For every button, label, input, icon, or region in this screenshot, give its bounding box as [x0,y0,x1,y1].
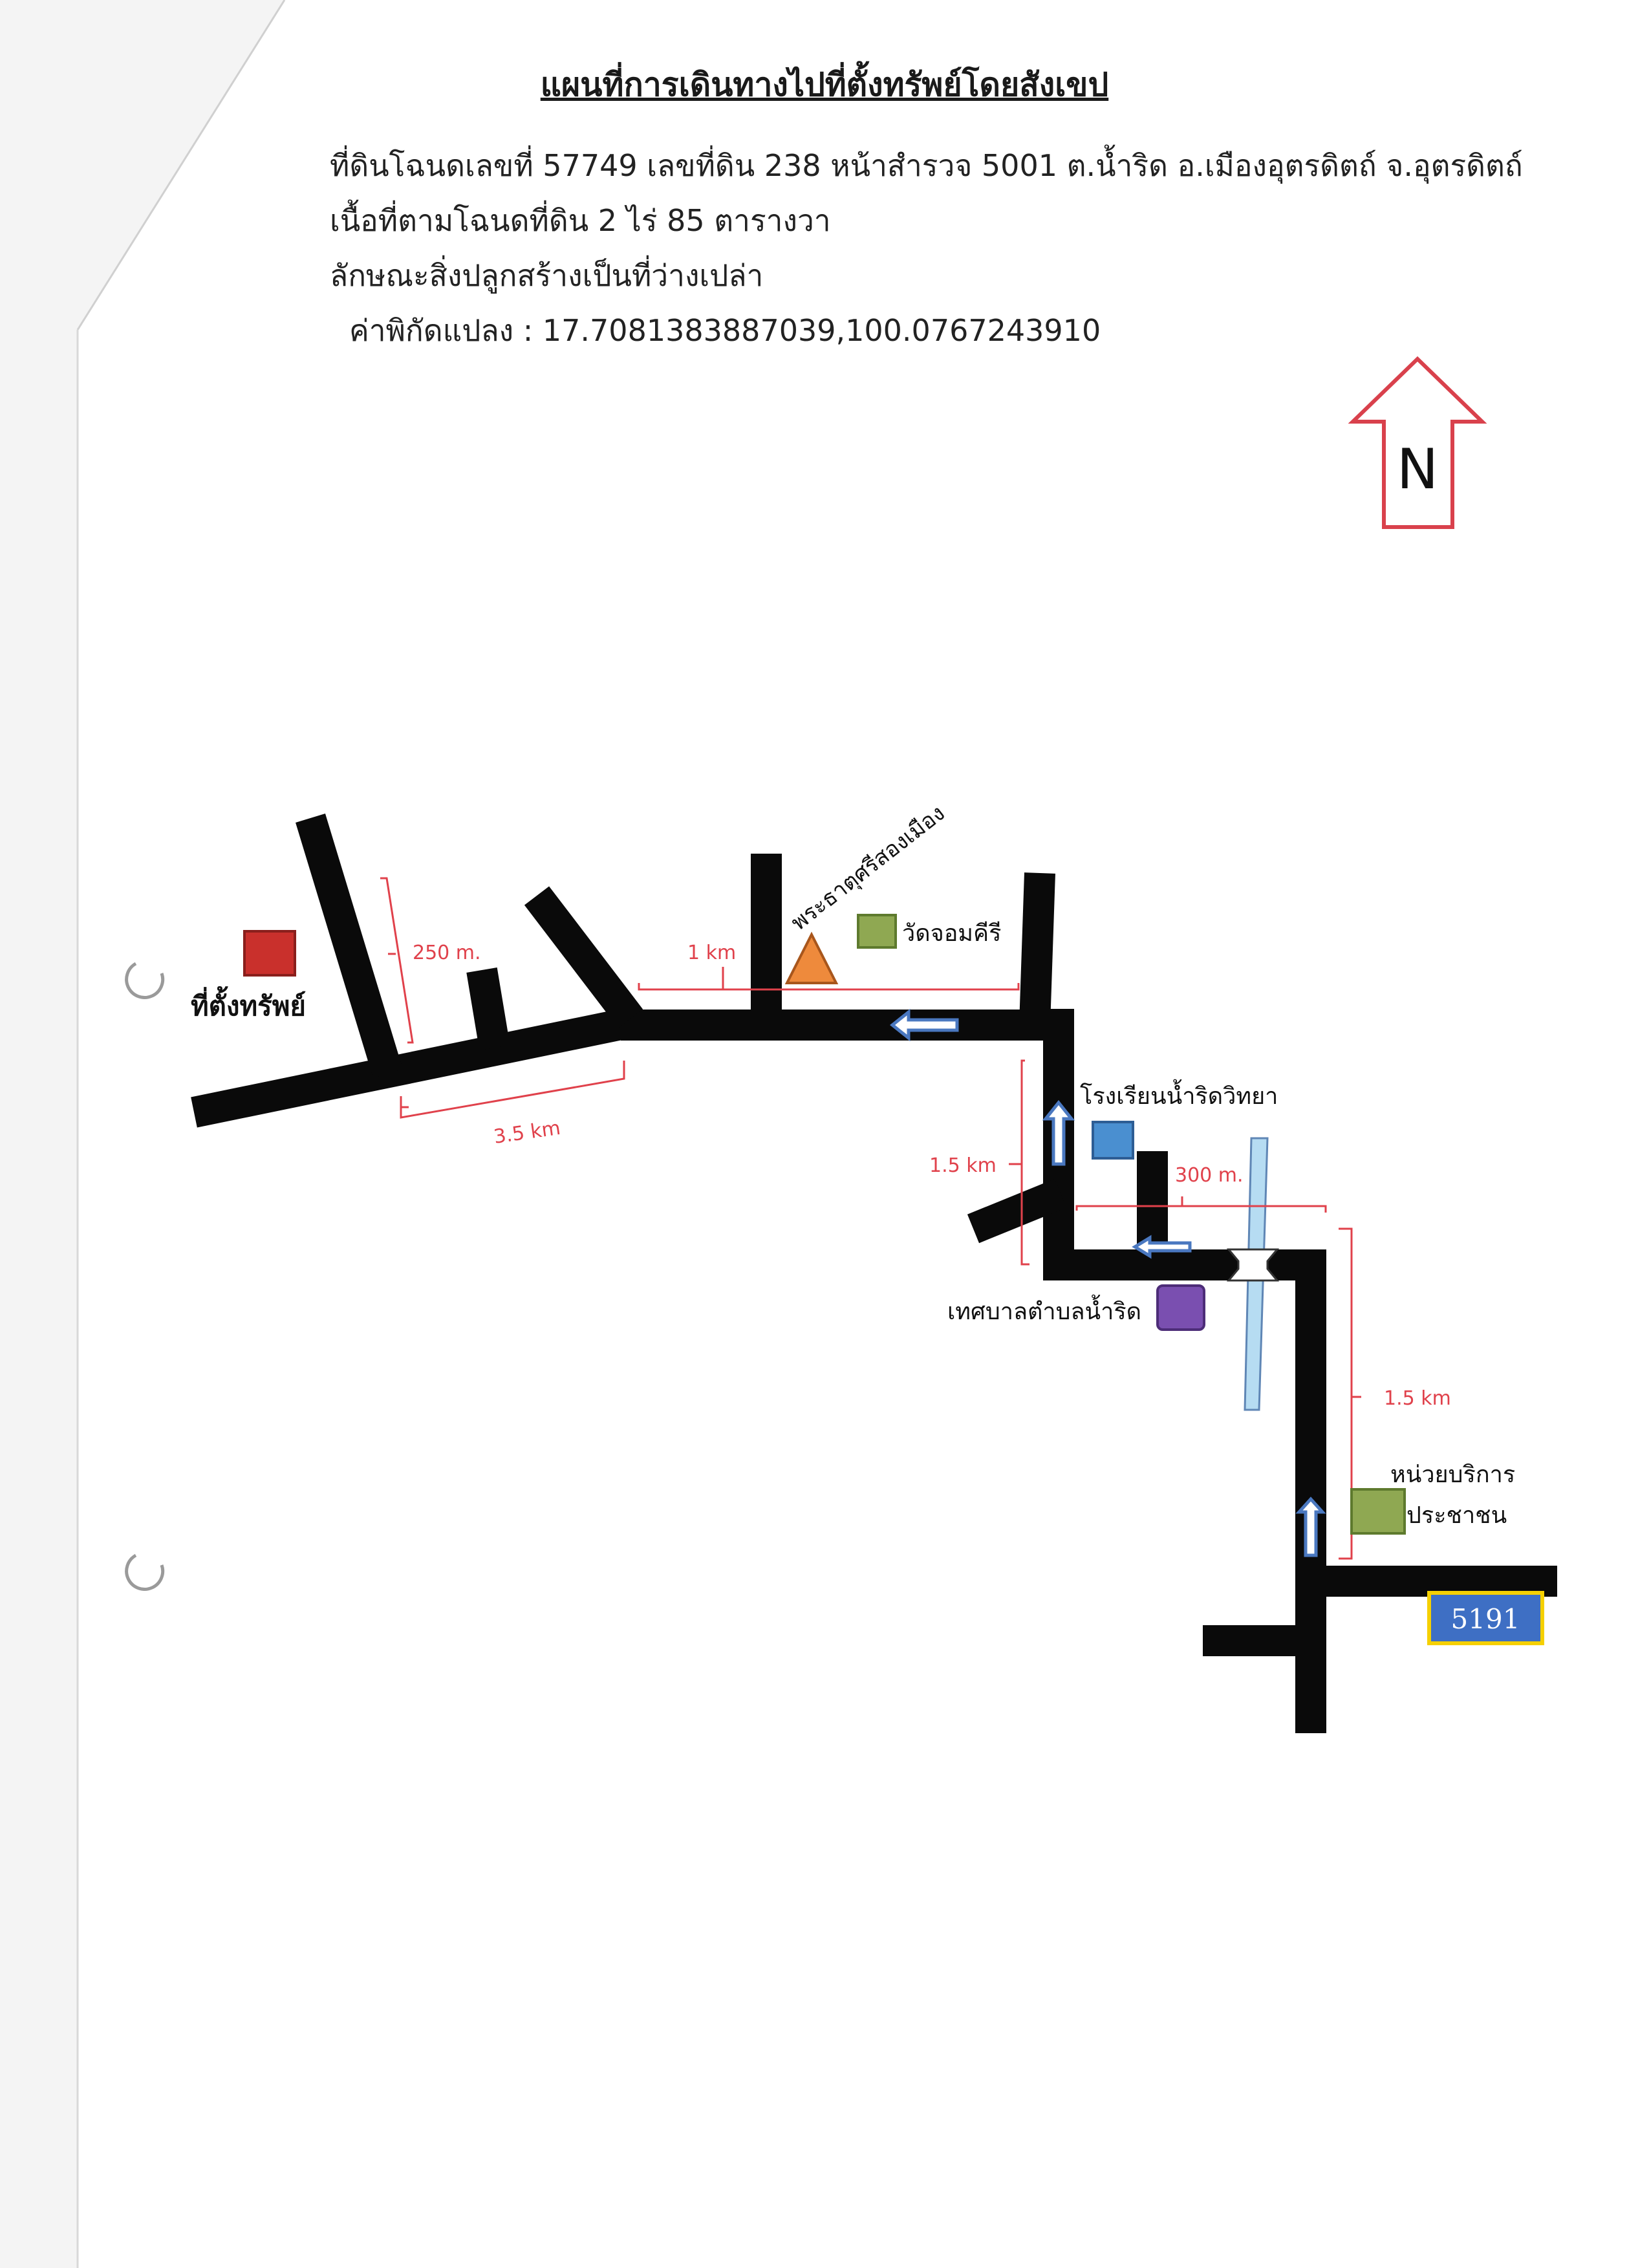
bridge-icon [1226,1248,1280,1282]
north-arrow-icon [1348,356,1487,529]
distance-1km: 1 km [687,942,736,964]
road-branch-3 [524,886,643,1028]
punch-hole-bottom [125,1553,165,1591]
area-info: เนื้อที่ตามโฉนดที่ดิน 2 ไร่ 85 ตารางวา [330,203,831,238]
distance-3-5km: 3.5 km [492,1117,562,1149]
north-arrow: N [1348,356,1487,529]
road-number-label: 5191 [1451,1603,1520,1635]
service-label-line1: หน่วยบริการ [1390,1462,1515,1488]
road-branch-2 [466,967,510,1050]
property-marker [243,930,296,977]
distance-250m: 250 m. [413,942,481,964]
arrow-left-icon [1132,1235,1192,1259]
school-marker [1092,1121,1134,1160]
deed-info: ที่ดินโฉนดเลขที่ 57749 เลขที่ดิน 238 หน้… [330,148,1523,183]
punch-hole-top [125,962,165,999]
arrow-left-icon [889,1008,959,1042]
distance-300m: 300 m. [1175,1164,1244,1187]
distance-1-5km-a: 1.5 km [929,1154,997,1177]
service-marker [1350,1488,1406,1535]
municipality-marker [1156,1284,1205,1331]
pagoda-marker-icon [784,931,839,984]
road-branch-5 [1019,872,1055,1026]
road-number-sign [1427,1591,1544,1645]
distance-1-5km-b: 1.5 km [1384,1387,1451,1410]
municipality-label: เทศบาลตำบลน้ำริด [947,1294,1141,1325]
page-fold-shadow [0,0,285,2268]
temple-label: วัดจอมคีรี [902,920,1001,947]
north-label: N [1397,437,1438,502]
road-main-west [191,1006,637,1128]
service-label-line2: ประชาชน [1406,1502,1507,1529]
property-label: ที่ตั้งทรัพย์ [191,986,306,1022]
arrow-up-icon [1295,1496,1326,1557]
road-network [191,814,1557,1733]
direction-arrows [889,1008,1326,1557]
road-branch-6 [967,1178,1067,1244]
road-branch-1 [296,814,403,1078]
coordinate-info: ค่าพิกัดแปลง : 17.7081383887039,100.0767… [349,313,1101,348]
temple-marker [857,914,897,949]
page-title: แผนที่การเดินทางไปที่ตั้งทรัพย์โดยสังเขป [540,66,1109,103]
arrow-up-icon [1042,1099,1075,1166]
dimension-lines [380,877,1361,1560]
school-label: โรงเรียนน้ำริดวิทยา [1080,1079,1278,1110]
page-fold-edge [76,0,286,330]
building-info: ลักษณะสิ่งปลูกสร้างเป็นที่ว่างเปล่า [330,258,764,293]
